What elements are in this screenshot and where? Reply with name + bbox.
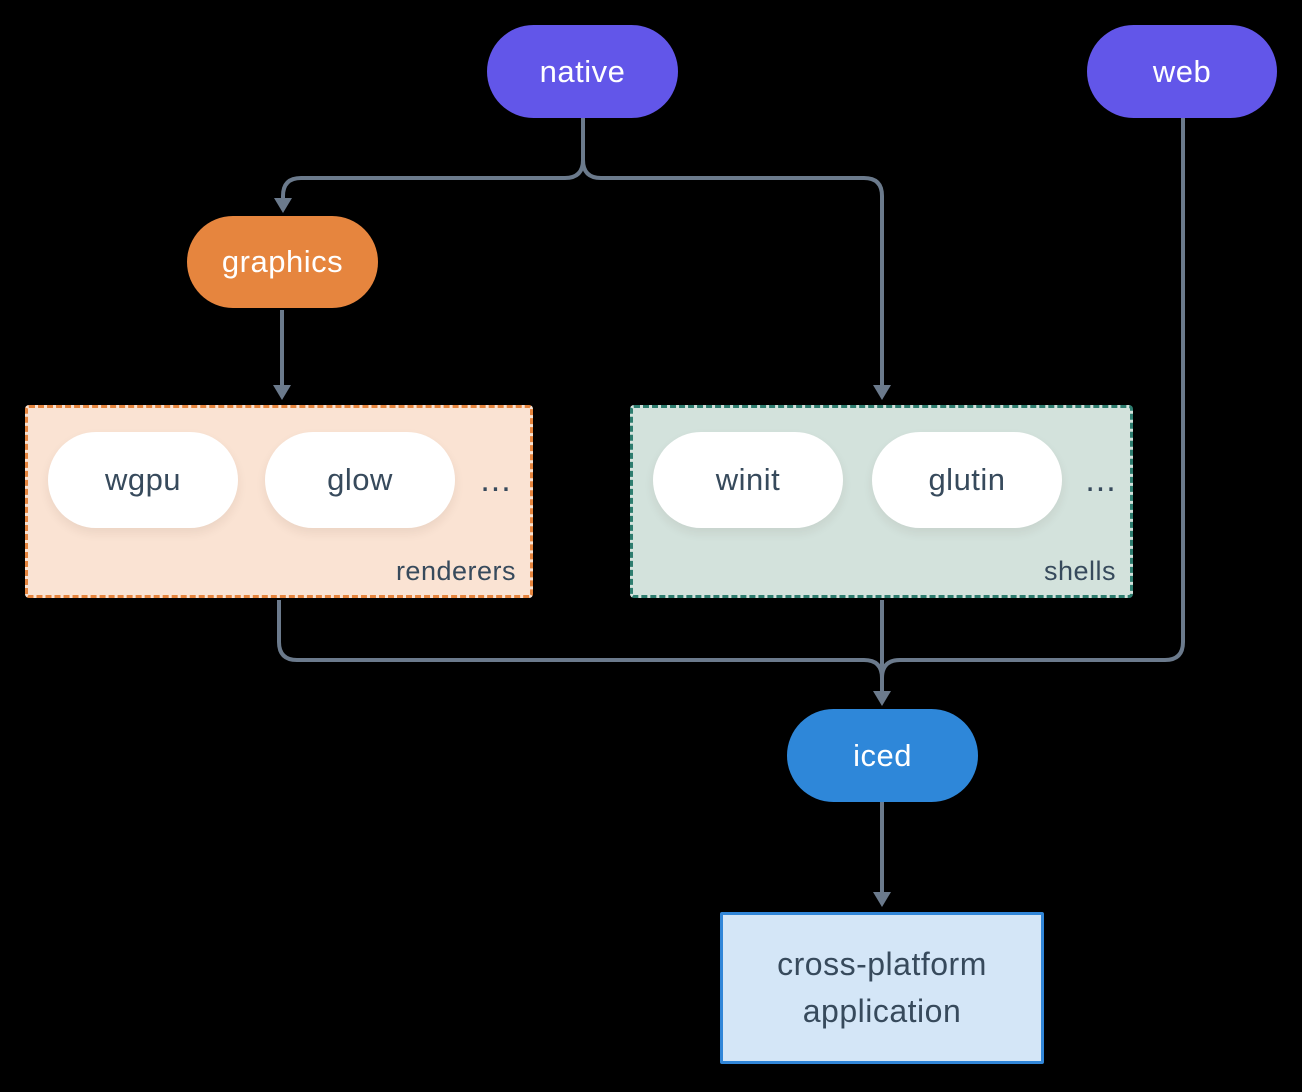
application-label-line2: application xyxy=(802,993,962,1029)
node-native-label: native xyxy=(539,53,626,89)
node-web: web xyxy=(1087,25,1277,118)
application-label-line1: cross-platform xyxy=(777,946,987,982)
node-native: native xyxy=(487,25,678,118)
arrowhead-into-renderers xyxy=(273,385,291,400)
application-box: cross-platform application xyxy=(720,912,1044,1064)
group-label-renderers: renderers xyxy=(395,556,516,586)
pill-wgpu: wgpu xyxy=(48,432,238,528)
pill-glow: glow xyxy=(265,432,455,528)
connector-native-shells xyxy=(581,118,884,386)
pill-winit: winit xyxy=(653,432,843,528)
group-shells: winit glutin ... shells xyxy=(630,405,1133,598)
pill-winit-label: winit xyxy=(715,462,781,497)
arrowhead-into-iced xyxy=(873,691,891,706)
group-label-shells: shells xyxy=(1043,556,1116,586)
node-web-label: web xyxy=(1152,53,1212,89)
group-renderers: wgpu glow ... renderers xyxy=(25,405,533,598)
renderers-ellipsis: ... xyxy=(480,460,512,499)
pill-wgpu-label: wgpu xyxy=(104,462,182,497)
pill-glutin: glutin xyxy=(872,432,1062,528)
connector-native-graphics xyxy=(281,118,585,199)
node-graphics-label: graphics xyxy=(221,244,344,279)
node-graphics: graphics xyxy=(187,216,378,308)
arrowhead-into-application xyxy=(873,892,891,907)
node-iced: iced xyxy=(787,709,978,802)
connector-renderers-iced xyxy=(277,600,884,692)
node-iced-label: iced xyxy=(853,737,912,773)
pill-glutin-label: glutin xyxy=(928,462,1006,497)
shells-ellipsis: ... xyxy=(1085,460,1117,499)
arrowhead-into-graphics xyxy=(274,198,292,213)
arrowhead-into-shells xyxy=(873,385,891,400)
pill-glow-label: glow xyxy=(327,462,393,497)
